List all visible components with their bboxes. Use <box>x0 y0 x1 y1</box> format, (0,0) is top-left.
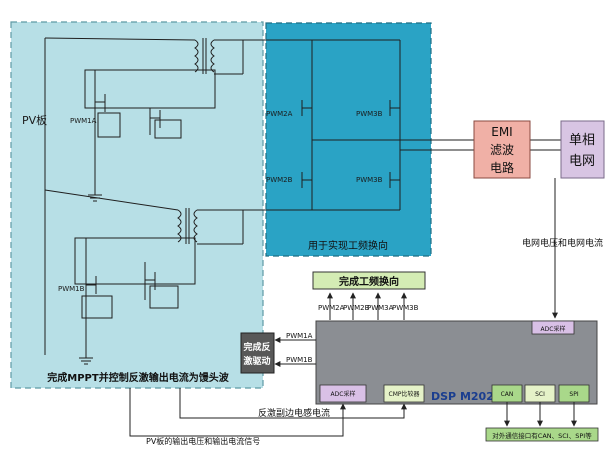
adc-right-label: ADC采样 <box>541 325 566 333</box>
pin-pwm1b: PWM1B <box>286 356 313 364</box>
commutation-label: 完成工频换向 <box>339 275 399 288</box>
emi-label-line3: 电路 <box>490 160 514 175</box>
pin-pwm2b: PWM2B <box>343 304 370 312</box>
flyback-driver-block <box>240 332 275 374</box>
pv-signal-line <box>129 388 346 437</box>
flyback-panel-caption: 完成MPPT并控制反激输出电流为馒头波 <box>47 371 229 384</box>
adc-right-block <box>531 320 575 335</box>
commutation-block <box>312 271 426 290</box>
grid-label-line2: 电网 <box>569 154 595 169</box>
flyback-circuit <box>44 37 266 365</box>
cmp-label: CMP比较器 <box>389 390 420 398</box>
pwm1b-circuit-label: PWM1B <box>58 285 85 293</box>
adc-left-label: ADC采样 <box>331 390 356 398</box>
sci-label: SCI <box>535 391 545 398</box>
pin-pwm3a: PWM3A <box>367 304 394 312</box>
grid-block <box>560 120 605 179</box>
emi-filter-block <box>473 120 531 179</box>
pin-pwm1a: PWM1A <box>286 332 313 340</box>
flyback-driver-line2: 激驱动 <box>243 355 270 367</box>
flyback-current-line <box>179 388 407 419</box>
pwm3b-circuit-label-lower: PWM3B <box>356 176 383 184</box>
pwm2b-circuit-label: PWM2B <box>266 176 293 184</box>
pv-signal-label: PV板的输出电压和输出电流信号 <box>146 436 260 446</box>
flyback-panel <box>10 21 264 389</box>
pwm3b-circuit-label-upper: PWM3B <box>356 110 383 118</box>
grid-signal-label: 电网电压和电网电流 <box>522 237 603 249</box>
spi-label: SPI <box>569 391 578 398</box>
cmp-block <box>383 384 425 403</box>
inverter-circuit <box>263 39 561 211</box>
emi-label-line2: 滤波 <box>490 143 514 157</box>
comm-interface-label: 对外通信接口有CAN、SCI、SPI等 <box>492 431 592 440</box>
dsp-label: DSP M2025 <box>431 390 502 403</box>
grid-label-line1: 单相 <box>569 133 595 148</box>
adc-left-block <box>319 384 367 403</box>
comm-lines <box>504 402 577 427</box>
pwm1a-circuit-label: PWM1A <box>70 117 97 125</box>
comm-interface-block <box>485 427 599 442</box>
flyback-driver-line1: 完成反 <box>243 341 270 353</box>
pv-board-label: PV板 <box>22 113 47 127</box>
can-label: CAN <box>501 391 514 398</box>
pin-pwm3b: PWM3B <box>392 304 419 312</box>
pwm2a-circuit-label: PWM2A <box>266 110 293 118</box>
flyback-current-label: 反激副边电感电流 <box>258 407 330 419</box>
emi-label-line1: EMI <box>491 125 512 139</box>
pwm-arrows <box>327 292 407 320</box>
inverter-caption: 用于实现工频换向 <box>308 239 388 252</box>
pin-pwm2a: PWM2A <box>318 304 345 312</box>
